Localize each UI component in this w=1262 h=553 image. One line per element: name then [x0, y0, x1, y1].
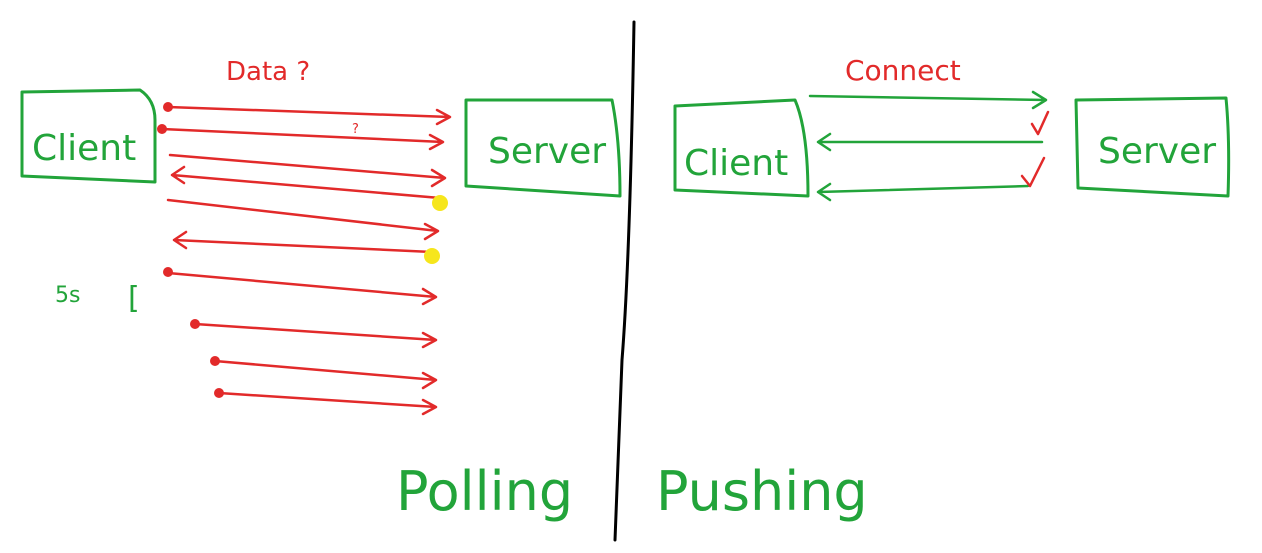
interval-bracket: [ [128, 281, 140, 316]
request-start-dot [210, 356, 220, 366]
request-arrow [193, 322, 438, 349]
request-arrow [166, 198, 440, 241]
check-icon [1030, 110, 1050, 136]
polling-server-node: Server [464, 98, 622, 198]
push-arrow [816, 182, 1030, 202]
request-arrow [168, 153, 447, 188]
check-icon [1020, 156, 1046, 188]
pushing-checks [1020, 110, 1050, 188]
interval-label: 5s [55, 283, 80, 308]
polling-dots [157, 102, 224, 398]
pushing-client-node: Client [673, 98, 810, 198]
request-start-dot [157, 124, 167, 134]
request-start-dot [163, 267, 173, 277]
pushing-server-node: Server [1074, 96, 1231, 198]
request-label-small: ? [352, 122, 359, 137]
request-arrow [217, 391, 438, 416]
pushing-title: Pushing [656, 460, 868, 523]
request-start-dot [163, 102, 173, 112]
pushing-arrows [808, 90, 1048, 202]
pushing-section: Client Server Connect Pushing [656, 54, 1231, 523]
request-start-dot [214, 388, 224, 398]
polling-title: Polling [396, 460, 573, 523]
request-arrow [160, 127, 445, 151]
polling-server-label: Server [488, 131, 606, 172]
section-divider [613, 20, 636, 542]
polling-client-box [20, 88, 157, 184]
request-arrow [166, 271, 438, 306]
request-arrow [213, 359, 438, 390]
pushing-client-box [673, 98, 810, 198]
polling-client-node: Client [20, 88, 157, 184]
connect-label: Connect [845, 54, 961, 87]
data-available-marker [432, 195, 448, 211]
pushing-server-label: Server [1098, 131, 1216, 172]
data-available-marker [424, 248, 440, 264]
request-label: Data ? [226, 57, 310, 87]
request-start-dot [190, 319, 200, 329]
request-arrow [166, 105, 452, 126]
polling-section: Client Server Data ? ? [20, 57, 622, 523]
connect-arrow [808, 90, 1048, 110]
push-arrow [816, 132, 1044, 152]
polling-client-label: Client [32, 128, 136, 169]
response-arrow [170, 165, 442, 200]
response-arrow [172, 230, 434, 254]
pushing-client-label: Client [684, 143, 788, 184]
polling-arrows [160, 105, 452, 416]
pushing-server-box [1074, 96, 1231, 198]
polling-server-box [464, 98, 622, 198]
